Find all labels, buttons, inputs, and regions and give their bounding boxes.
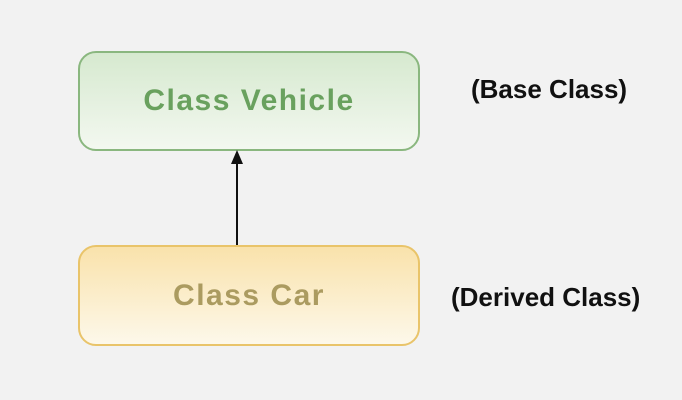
base-class-annotation: (Base Class) (471, 74, 628, 104)
node-derived-class-car: Class Car (78, 245, 420, 346)
node-base-class-vehicle: Class Vehicle (78, 51, 420, 151)
inheritance-arrow-icon (231, 150, 243, 246)
node-base-class-label: Class Vehicle (143, 84, 355, 117)
derived-class-annotation: (Derived Class) (451, 282, 641, 312)
node-derived-class-label: Class Car (173, 278, 325, 312)
